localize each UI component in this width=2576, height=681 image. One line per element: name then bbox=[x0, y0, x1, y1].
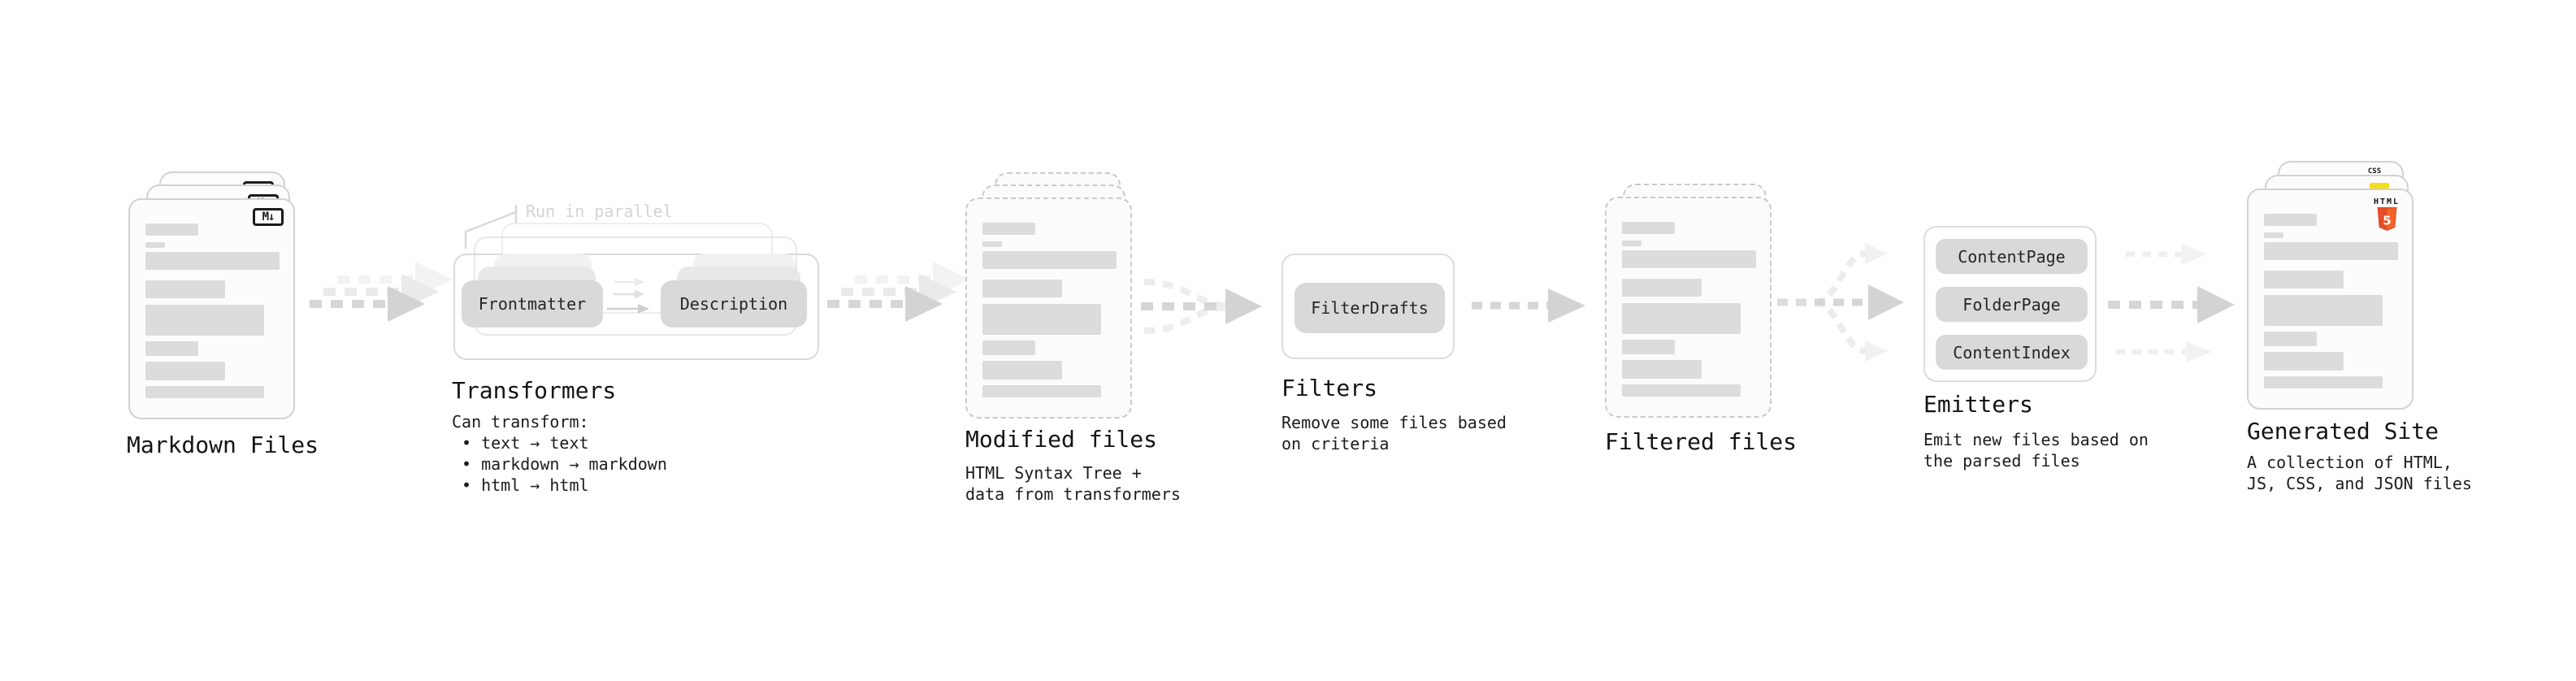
emitters-description: Emit new files based on the parsed files bbox=[1923, 430, 2149, 471]
text-line-bar bbox=[145, 252, 280, 270]
text-line-bar bbox=[2264, 352, 2344, 371]
text-line-bar bbox=[1622, 222, 1675, 234]
text-line-bar bbox=[982, 280, 1062, 297]
text-line-bar bbox=[982, 223, 1035, 235]
html5-icon-number: 5 bbox=[2383, 214, 2391, 228]
text-line-bar bbox=[145, 386, 264, 398]
parallel-arrows-icon bbox=[607, 277, 649, 314]
filter-pill-filterdrafts: FilterDrafts bbox=[1295, 283, 1445, 333]
modified-file-card-front bbox=[965, 197, 1132, 419]
text-line-bar bbox=[982, 241, 1002, 247]
text-line-bar bbox=[1622, 384, 1741, 397]
text-line-bar bbox=[145, 223, 198, 236]
transformer-pill-frontmatter: Frontmatter bbox=[462, 280, 603, 327]
transform-bullet: • markdown → markdown bbox=[462, 454, 667, 474]
text-line-bar bbox=[1622, 303, 1741, 334]
text-line-bar bbox=[982, 385, 1101, 397]
arrow-modified-to-filters-icon bbox=[1141, 279, 1262, 334]
emitter-pill-folderpage: FolderPage bbox=[1936, 287, 2088, 322]
text-line-bar bbox=[2264, 214, 2317, 226]
text-line-bar bbox=[145, 305, 264, 336]
text-line-bar bbox=[145, 362, 225, 380]
arrow-transformers-to-modified-icon bbox=[827, 262, 970, 322]
filters-box: FilterDrafts bbox=[1281, 254, 1455, 359]
transformer-box-front bbox=[453, 254, 819, 360]
markdown-files-stack: M↓ M↓ M↓ bbox=[128, 171, 332, 423]
text-line-bar bbox=[145, 280, 225, 298]
emitters-label: Emitters bbox=[1923, 391, 2033, 418]
filtered-files-label: Filtered files bbox=[1605, 428, 1798, 455]
markdown-files-label: Markdown Files bbox=[127, 432, 319, 458]
text-line-bar bbox=[2264, 295, 2383, 326]
text-line-bar bbox=[145, 242, 165, 248]
filters-description: Remove some files based on criteria bbox=[1281, 413, 1507, 453]
modified-files-label: Modified files bbox=[965, 426, 1158, 453]
text-line-bar bbox=[982, 361, 1062, 380]
markdown-icon: M↓ bbox=[253, 208, 284, 226]
modified-files-description: HTML Syntax Tree + data from transformer… bbox=[965, 463, 1181, 504]
generated-site-label: Generated Site bbox=[2247, 418, 2439, 445]
emitter-pill-contentpage: ContentPage bbox=[1936, 239, 2088, 274]
arrow-filtered-to-emitters-icon bbox=[1777, 243, 1904, 362]
html5-icon-label: HTML bbox=[2373, 197, 2400, 206]
generated-site-description: A collection of HTML, JS, CSS, and JSON … bbox=[2247, 453, 2472, 493]
run-in-parallel-note: Run in parallel bbox=[526, 202, 673, 221]
css-icon-label: CSS bbox=[2367, 167, 2382, 176]
emitters-box: ContentPage FolderPage ContentIndex bbox=[1923, 226, 2097, 382]
transform-bullet: • html → html bbox=[462, 475, 589, 495]
text-line-bar bbox=[2264, 242, 2398, 260]
transformers-label: Transformers bbox=[452, 377, 617, 404]
transformers-group: Frontmatter Description Run in parallel bbox=[451, 195, 841, 390]
text-line-bar bbox=[1622, 250, 1756, 268]
html5-icon: HTML 5 bbox=[2368, 197, 2405, 232]
text-line-bar bbox=[2264, 232, 2283, 238]
text-line-bar bbox=[2264, 271, 2344, 288]
transformer-pill-description: Description bbox=[661, 280, 807, 327]
transform-bullet: • text → text bbox=[462, 433, 589, 453]
run-in-parallel-callout-line bbox=[464, 204, 518, 249]
filters-label: Filters bbox=[1281, 375, 1378, 401]
text-line-bar bbox=[1622, 279, 1702, 297]
text-line-bar bbox=[982, 340, 1035, 355]
text-line-bar bbox=[2264, 376, 2383, 388]
text-line-bar bbox=[1622, 241, 1641, 246]
text-line-bar bbox=[1622, 340, 1675, 354]
emitter-pill-contentindex: ContentIndex bbox=[1936, 335, 2088, 370]
filtered-files-stack bbox=[1605, 184, 1808, 427]
text-line-bar bbox=[2264, 332, 2317, 346]
text-line-bar bbox=[145, 341, 198, 356]
arrow-markdown-to-transformers-icon bbox=[310, 262, 453, 322]
generated-site-stack: CSS HTML 5 bbox=[2247, 161, 2450, 413]
text-line-bar bbox=[1622, 360, 1702, 379]
transformers-description: Can transform: • text → text • markdown … bbox=[452, 411, 667, 496]
can-transform-title: Can transform: bbox=[452, 412, 589, 432]
filtered-file-card-front bbox=[1605, 197, 1772, 418]
generated-file-card-front: HTML 5 bbox=[2247, 189, 2413, 410]
text-line-bar bbox=[982, 304, 1101, 335]
modified-files-stack bbox=[965, 172, 1169, 424]
markdown-file-card-front: M↓ bbox=[128, 198, 295, 419]
text-line-bar bbox=[982, 251, 1117, 269]
arrow-emitters-to-generated-icon bbox=[2108, 244, 2235, 362]
arrow-filters-to-filtered-icon bbox=[1472, 288, 1585, 323]
